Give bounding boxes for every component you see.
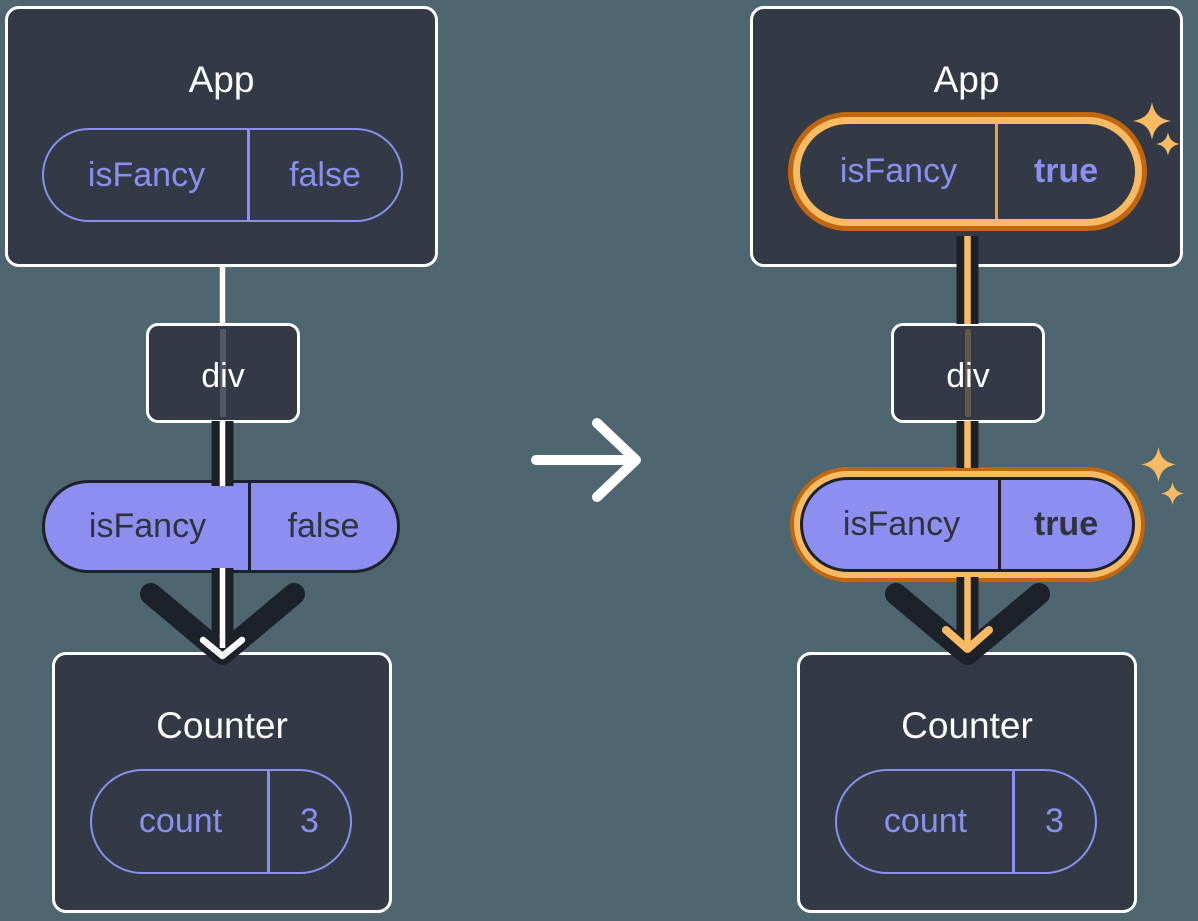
sparkle-icon <box>1156 132 1180 156</box>
state-value: 3 <box>1045 802 1064 840</box>
arrow-down-icon <box>942 626 993 653</box>
node-label: div <box>201 357 245 395</box>
arrow-down-icon <box>140 583 305 665</box>
arrow-down-icon <box>885 583 1050 665</box>
state-value: false <box>289 155 361 194</box>
state-name: isFancy <box>87 155 206 194</box>
counter-state-pill-after: count 3 <box>835 769 1097 874</box>
arrow-right-icon <box>531 418 641 502</box>
sparkle-icon <box>1141 447 1176 482</box>
node-label: div <box>946 357 990 395</box>
state-name: isFancy <box>839 152 958 190</box>
prop-name: isFancy <box>88 507 207 545</box>
component-title: App <box>188 59 255 100</box>
pill-divider <box>995 124 998 219</box>
prop-value: true <box>1033 505 1099 543</box>
pill-divider <box>247 130 250 220</box>
state-value: 3 <box>300 802 319 840</box>
flow-line-ghost <box>220 329 226 417</box>
sparkle-icon <box>1161 482 1184 505</box>
component-title: Counter <box>156 705 288 746</box>
state-pill-after-highlighted: isFancy true <box>800 124 1135 219</box>
prop-pill-before: isFancy false <box>42 480 400 573</box>
component-title: Counter <box>901 705 1033 746</box>
counter-state-pill-before: count 3 <box>90 769 352 874</box>
sparkle-icon <box>1133 102 1171 140</box>
pill-divider <box>1012 771 1015 872</box>
state-value: true <box>1033 152 1099 190</box>
prop-value: false <box>287 507 360 545</box>
pill-divider <box>248 483 251 570</box>
div-node-box-before: div <box>146 323 300 423</box>
flow-line-ghost <box>965 329 971 417</box>
prop-name: isFancy <box>842 505 961 543</box>
div-node-box-after: div <box>891 323 1045 423</box>
component-title: App <box>933 59 1000 100</box>
prop-pill-after-highlighted: isFancy true <box>800 477 1135 572</box>
state-name: count <box>883 802 968 840</box>
state-name: count <box>138 802 223 840</box>
state-pill-before: isFancy false <box>42 128 403 222</box>
pill-divider <box>267 771 270 872</box>
pill-divider <box>998 480 1001 569</box>
